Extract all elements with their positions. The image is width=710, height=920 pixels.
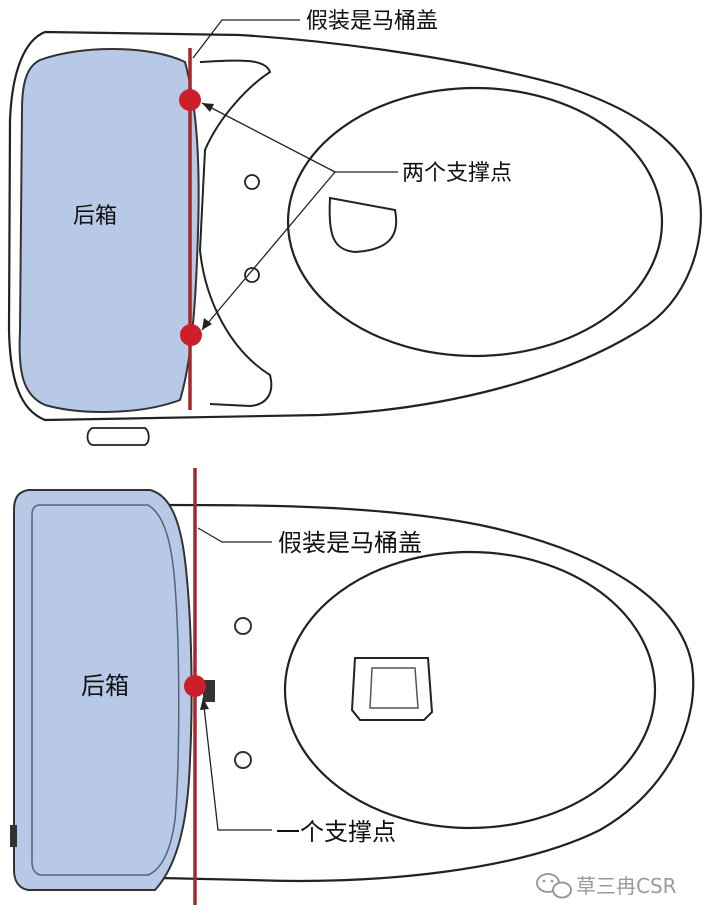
top-drain bbox=[328, 196, 398, 254]
top-lid-leader bbox=[192, 19, 300, 59]
bottom-tank-inner bbox=[31, 504, 180, 876]
top-bolt-hole-2 bbox=[244, 267, 260, 283]
wechat-icon bbox=[536, 873, 572, 899]
top-bolt-hole-1 bbox=[244, 174, 260, 190]
top-support-leader-2 bbox=[201, 171, 336, 331]
bottom-drain-inner bbox=[369, 667, 419, 709]
bottom-bowl bbox=[283, 550, 657, 830]
top-support-dot-2 bbox=[180, 324, 202, 346]
top-tank-label: 后箱 bbox=[73, 204, 117, 229]
bottom-tank-label: 后箱 bbox=[81, 672, 129, 700]
bottom-bolt-hole-2 bbox=[234, 751, 252, 769]
bottom-tab bbox=[203, 680, 215, 702]
top-support-dot-1 bbox=[179, 89, 201, 111]
bottom-support-dot bbox=[184, 675, 206, 697]
top-tank bbox=[18, 48, 200, 413]
top-seat-region bbox=[198, 59, 273, 408]
bottom-lid-leader bbox=[197, 527, 272, 543]
top-lid-label: 假装是马桶盖 bbox=[306, 9, 438, 34]
bottom-support-leader bbox=[202, 697, 272, 831]
top-bowl bbox=[286, 86, 664, 358]
top-support-arrow-1 bbox=[202, 103, 214, 112]
bottom-diagram: 后箱 假装是马桶盖 一个支撑点 bbox=[10, 468, 695, 905]
watermark: 草三冉CSR bbox=[536, 873, 677, 899]
top-support-arrow-2 bbox=[202, 318, 212, 330]
top-diagram: 后箱 假装是马桶盖 两个支撑点 bbox=[7, 9, 702, 446]
bottom-lid-label: 假装是马桶盖 bbox=[278, 529, 422, 557]
top-tab bbox=[86, 427, 150, 446]
bottom-bolt-hole-1 bbox=[234, 617, 252, 635]
bottom-support-label: 一个支撑点 bbox=[276, 818, 396, 846]
top-support-label: 两个支撑点 bbox=[402, 161, 512, 186]
bottom-support-arrow bbox=[200, 698, 209, 710]
top-support-leader-1 bbox=[201, 102, 336, 173]
bottom-tank-side-tab bbox=[10, 825, 17, 847]
watermark-text: 草三冉CSR bbox=[576, 874, 677, 898]
bottom-tank bbox=[13, 489, 193, 891]
